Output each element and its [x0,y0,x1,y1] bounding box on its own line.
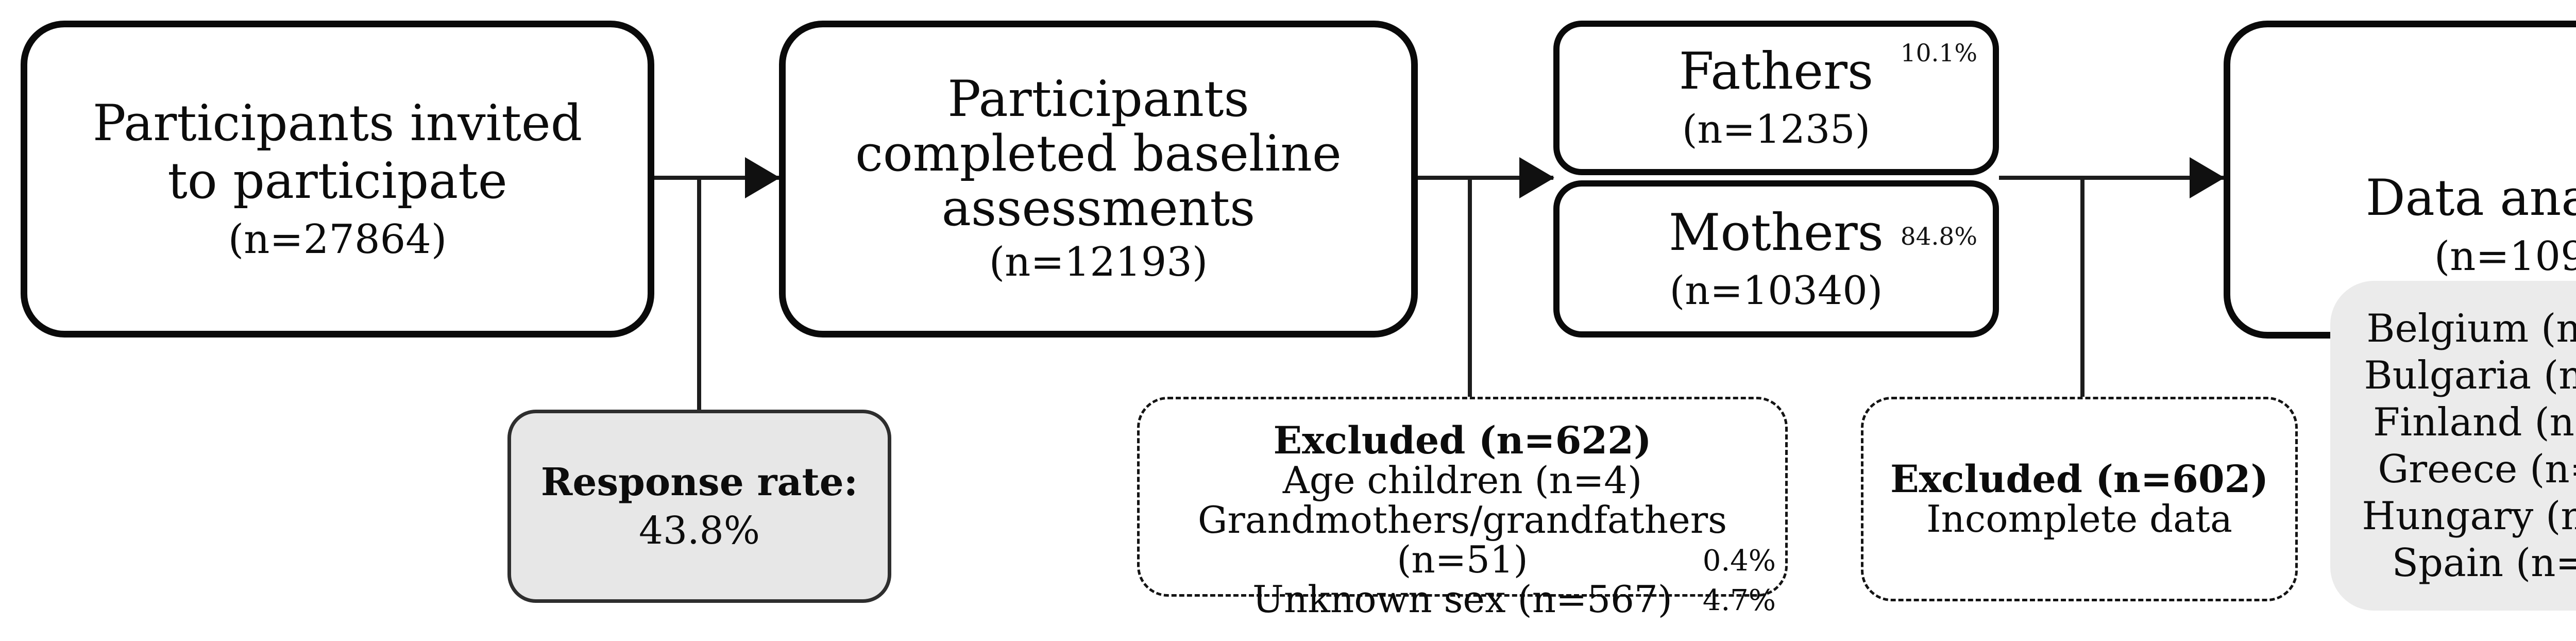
response-rate-box: Response rate: 43.8% [507,410,891,603]
excluded-analysis-box: Excluded (n=602) Incomplete data [1861,397,2298,601]
excluded-baseline-row: Unknown sex (n=567) 4.7% [1140,580,1785,619]
country-line-bulgaria: Bulgaria (n=2669) [2364,352,2576,398]
drop-line-excluded-baseline [1468,176,1472,399]
box-participants-invited-title-line2: to participate [167,151,507,210]
box-baseline-n: (n=12193) [989,239,1208,285]
box-fathers-title: Fathers [1679,42,1874,101]
arrowhead-analyzed [2190,157,2225,198]
box-baseline-title-line2: completed baseline [855,124,1342,182]
excluded-analysis-title: Excluded (n=602) [1890,457,2269,501]
response-rate-value: 43.8% [638,508,760,553]
box-mothers: Mothers (n=10340) 84.8% [1553,180,1999,338]
box-fathers-n: (n=1235) [1682,106,1871,152]
country-line-greece: Greece (n=2149) [2378,446,2576,492]
mothers-percent-label: 84.8% [1900,223,1977,251]
country-line-belgium: Belgium (n=1723) [2366,306,2576,351]
drop-line-response [697,176,701,412]
country-line-spain: Spain (n=1247) [2392,540,2576,585]
excluded-baseline-title: Excluded (n=622) [1273,418,1652,463]
response-rate-label: Response rate: [540,460,858,504]
arrowhead-baseline [745,157,780,198]
countries-box: Belgium (n=1723) Bulgaria (n=2669) Finla… [2330,281,2576,611]
arrow-line-invited-baseline [654,176,779,180]
excluded-baseline-row3-text: Unknown sex (n=567) [1252,578,1672,621]
fathers-percent-label: 10.1% [1900,39,1977,68]
country-line-finland: Finland (n=1472) [2373,399,2576,445]
excluded-analysis-subtitle: Incomplete data [1926,497,2232,541]
box-participants-invited-n: (n=27864) [228,216,447,263]
box-data-analyzed-n: (n=10969) [2434,233,2576,280]
arrow-line-baseline-parents [1418,176,1553,180]
excluded-baseline-row2-pct: 0.4% [1702,544,1776,578]
country-line-hungary: Hungary (n=1709) [2362,493,2576,538]
excluded-baseline-box: Excluded (n=622) Age children (n=4) Gran… [1137,397,1788,619]
arrow-line-parents-analyzed [1999,176,2224,180]
excluded-baseline-row3-pct: 4.7% [1702,584,1776,617]
box-data-analyzed: Data analyzed (n=10969) [2224,21,2576,339]
box-mothers-n: (n=10340) [1669,267,1883,313]
box-baseline-title-line3: assessments [941,179,1256,237]
box-participants-invited-title-line1: Participants invited [92,94,583,152]
excluded-baseline-row1-text: Age children (n=4) [1282,459,1642,502]
excluded-baseline-row: Grandmothers/grandfathers (n=51) 0.4% [1140,500,1785,580]
drop-line-excluded-analysis [2080,176,2084,399]
box-mothers-title: Mothers [1669,203,1884,262]
excluded-baseline-row: Age children (n=4) [1140,461,1785,500]
excluded-baseline-row2-text: Grandmothers/grandfathers (n=51) [1197,498,1727,581]
box-baseline-title-line1: Participants [947,70,1249,128]
box-participants-invited: Participants invited to participate (n=2… [21,21,654,338]
arrowhead-parents [1519,157,1554,198]
box-baseline-assessments: Participants completed baseline assessme… [779,21,1418,338]
box-data-analyzed-title: Data analyzed [2365,169,2576,227]
box-fathers: Fathers (n=1235) 10.1% [1553,21,1999,175]
